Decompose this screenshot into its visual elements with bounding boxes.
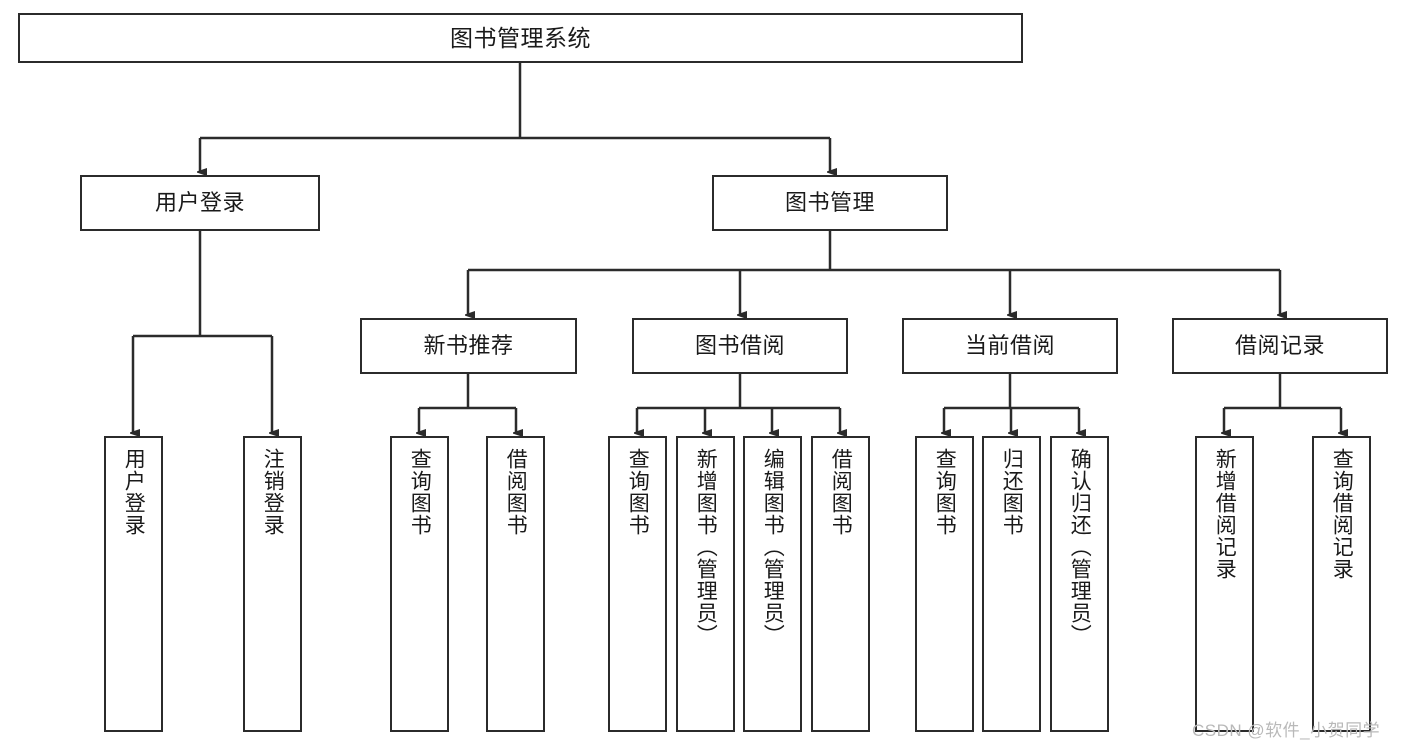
node-l_cur_1[interactable]: 查询图书 — [915, 436, 974, 732]
node-label: 查询图书 — [933, 448, 957, 536]
node-l_bor_1[interactable]: 查询图书 — [608, 436, 667, 732]
node-n_borrow[interactable]: 图书借阅 — [632, 318, 848, 374]
node-label: 注销登录 — [261, 448, 285, 536]
node-n_bookmgr[interactable]: 图书管理 — [712, 175, 948, 231]
node-label: 查询图书 — [408, 448, 432, 536]
node-label: 借阅记录 — [1234, 333, 1325, 359]
node-l_bor_4[interactable]: 借阅图书 — [811, 436, 870, 732]
node-l_cur_2[interactable]: 归还图书 — [982, 436, 1041, 732]
node-label: 当前借阅 — [964, 333, 1055, 359]
node-l_rec_2[interactable]: 查询借阅记录 — [1312, 436, 1371, 732]
node-label: 新书推荐 — [423, 333, 514, 359]
node-l_login_1[interactable]: 用户登录 — [104, 436, 163, 732]
node-label: 新增借阅记录 — [1213, 448, 1237, 580]
node-label: 借阅图书 — [504, 448, 528, 536]
csdn-watermark: CSDN @软件_小贺同学 — [1192, 721, 1381, 740]
node-n_newbook[interactable]: 新书推荐 — [360, 318, 577, 374]
node-root[interactable]: 图书管理系统 — [18, 13, 1023, 63]
node-label: 图书管理 — [784, 190, 875, 216]
node-l_bor_2[interactable]: 新增图书（管理员） — [676, 436, 735, 732]
node-label: 编辑图书（管理员） — [761, 448, 785, 646]
node-n_records[interactable]: 借阅记录 — [1172, 318, 1388, 374]
node-n_login[interactable]: 用户登录 — [80, 175, 320, 231]
node-n_current[interactable]: 当前借阅 — [902, 318, 1118, 374]
node-label: 图书管理系统 — [450, 24, 591, 51]
node-l_bor_3[interactable]: 编辑图书（管理员） — [743, 436, 802, 732]
node-label: 用户登录 — [154, 190, 245, 216]
node-l_new_2[interactable]: 借阅图书 — [486, 436, 545, 732]
node-label: 新增图书（管理员） — [694, 448, 718, 646]
node-l_new_1[interactable]: 查询图书 — [390, 436, 449, 732]
node-l_cur_3[interactable]: 确认归还（管理员） — [1050, 436, 1109, 732]
node-label: 图书借阅 — [694, 333, 785, 359]
node-label: 借阅图书 — [829, 448, 853, 536]
node-label: 查询图书 — [626, 448, 650, 536]
node-l_rec_1[interactable]: 新增借阅记录 — [1195, 436, 1254, 732]
node-label: 归还图书 — [1000, 448, 1024, 536]
node-label: 确认归还（管理员） — [1068, 448, 1092, 646]
node-label: 用户登录 — [122, 448, 146, 536]
node-l_login_2[interactable]: 注销登录 — [243, 436, 302, 732]
node-label: 查询借阅记录 — [1330, 448, 1354, 580]
